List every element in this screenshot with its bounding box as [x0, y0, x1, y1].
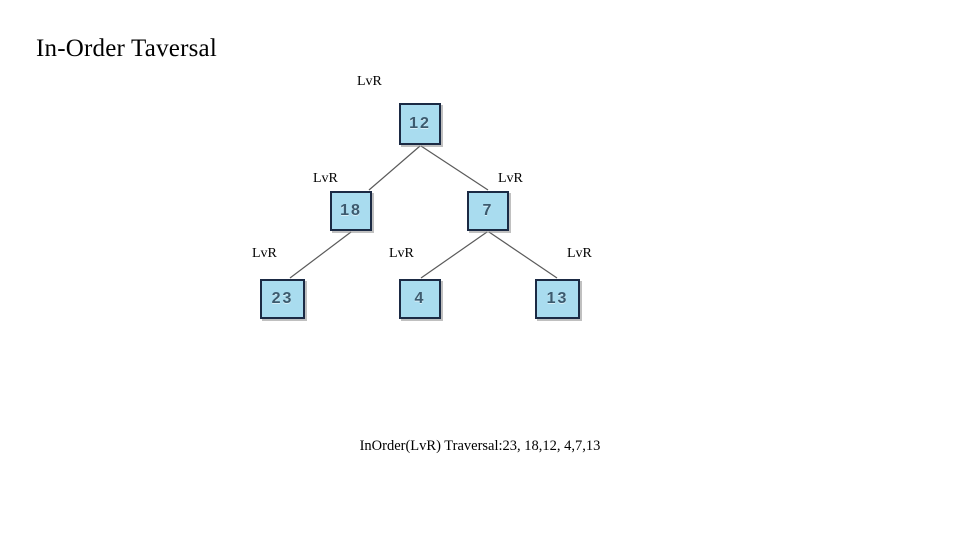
lvr-label-7: LvR — [498, 171, 523, 186]
tree-edge-n12-n18 — [368, 145, 421, 191]
tree-node-value: 13 — [546, 290, 569, 307]
tree-edge-n12-n7 — [420, 145, 489, 191]
lvr-label-18: LvR — [313, 171, 338, 186]
tree-node-13[interactable]: 13 — [535, 279, 580, 319]
tree-edge-n7-n4 — [420, 231, 488, 279]
page-title: In-Order Taversal — [36, 35, 217, 62]
tree-node-value: 12 — [409, 115, 431, 132]
tree-edge-n18-n23 — [289, 231, 352, 279]
tree-edge-n7-n13 — [488, 231, 558, 279]
lvr-label-13: LvR — [567, 246, 592, 261]
lvr-label-23: LvR — [252, 246, 277, 261]
tree-node-value: 23 — [271, 290, 294, 307]
lvr-label-12: LvR — [357, 74, 382, 89]
lvr-label-4: LvR — [389, 246, 414, 261]
tree-node-23[interactable]: 23 — [260, 279, 305, 319]
tree-node-18[interactable]: 18 — [330, 191, 372, 231]
tree-node-12[interactable]: 12 — [399, 103, 441, 145]
tree-node-value: 7 — [482, 202, 494, 219]
traversal-result-caption: InOrder(LvR) Traversal:23, 18,12, 4,7,13 — [359, 438, 601, 454]
tree-node-value: 18 — [340, 202, 362, 219]
tree-node-4[interactable]: 4 — [399, 279, 441, 319]
tree-node-value: 4 — [414, 290, 426, 307]
tree-node-7[interactable]: 7 — [467, 191, 509, 231]
